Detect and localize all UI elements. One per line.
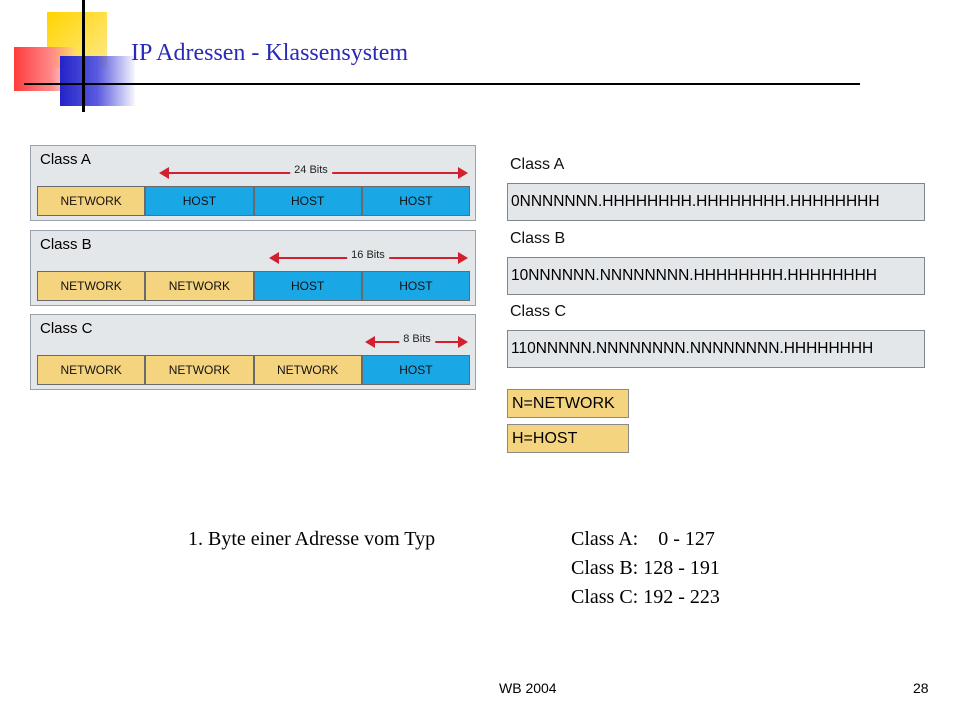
class-b-bits-arrow: 16 Bits: [269, 249, 468, 264]
class-a-bits-label: 24 Bits: [290, 164, 332, 176]
class-c-bits-arrow: 8 Bits: [365, 333, 468, 348]
class-b-title: Class B: [40, 236, 92, 253]
segment-network: NETWORK: [145, 355, 254, 385]
segment-network: NETWORK: [37, 186, 146, 216]
segment-network: NETWORK: [37, 271, 146, 301]
range-class-a: Class A: 0 - 127: [571, 528, 715, 550]
decor-vertical-line: [82, 0, 85, 112]
class-c-bit-pattern: 110NNNNN.NNNNNNNN.NNNNNNNN.HHHHHHHH: [507, 330, 925, 368]
class-a-label: Class A: [510, 156, 565, 173]
page-number: 28: [913, 680, 929, 696]
class-c-title: Class C: [40, 320, 93, 337]
range-intro: 1. Byte einer Adresse vom Typ: [188, 528, 436, 550]
slide-title: IP Adressen - Klassensystem: [131, 40, 409, 66]
class-b-label: Class B: [510, 230, 566, 247]
class-b-box: Class B 16 Bits NETWORK NETWORK HOST HOS…: [30, 230, 476, 306]
range-class-c: Class C: 192 - 223: [571, 586, 720, 608]
segment-host: HOST: [361, 271, 470, 301]
footer-text: WB 2004: [499, 680, 557, 696]
class-b-segments: NETWORK NETWORK HOST HOST: [37, 271, 470, 301]
class-c-bits-label: 8 Bits: [399, 333, 435, 345]
class-b-bit-pattern: 10NNNNNN.NNNNNNNN.HHHHHHHH.HHHHHHHH: [507, 257, 925, 295]
class-b-bits-label: 16 Bits: [347, 249, 389, 261]
segment-network: NETWORK: [253, 355, 362, 385]
segment-network: NETWORK: [145, 271, 254, 301]
class-a-bits-arrow: 24 Bits: [159, 164, 468, 179]
legend-host: H=HOST: [507, 424, 629, 453]
legend-network: N=NETWORK: [507, 389, 629, 418]
segment-host: HOST: [253, 186, 362, 216]
segment-host: HOST: [253, 271, 362, 301]
segment-host: HOST: [361, 186, 470, 216]
class-c-box: Class C 8 Bits NETWORK NETWORK NETWORK H…: [30, 314, 476, 390]
class-a-segments: NETWORK HOST HOST HOST: [37, 186, 470, 216]
segment-network: NETWORK: [37, 355, 146, 385]
class-c-segments: NETWORK NETWORK NETWORK HOST: [37, 355, 470, 385]
segment-host: HOST: [145, 186, 254, 216]
class-a-title: Class A: [40, 151, 91, 168]
title-underline: [24, 83, 860, 85]
range-class-b: Class B: 128 - 191: [571, 557, 720, 579]
segment-host: HOST: [361, 355, 470, 385]
class-c-label: Class C: [510, 303, 567, 320]
class-a-box: Class A 24 Bits NETWORK HOST HOST HOST: [30, 145, 476, 221]
class-a-bit-pattern: 0NNNNNNN.HHHHHHHH.HHHHHHHH.HHHHHHHH: [507, 183, 925, 221]
decor-blue-square: [60, 56, 135, 106]
